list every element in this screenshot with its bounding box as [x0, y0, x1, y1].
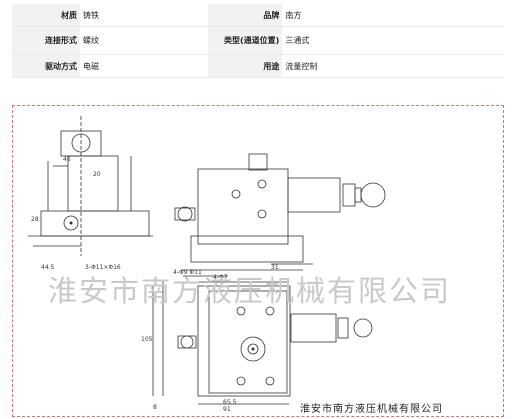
dimension-label: 3-Φ11×Φ16 — [85, 264, 121, 271]
spec-value: 铸铁 — [80, 4, 209, 27]
spec-label: 用途 — [208, 54, 283, 78]
spec-row: 驱动方式 电磁 用途 流量控制 — [12, 54, 504, 78]
spec-row: 材质 铸铁 品牌 南方 — [12, 4, 504, 27]
base-plate-front — [190, 235, 304, 263]
valve-schematic — [28, 116, 386, 405]
spec-table: 材质 铸铁 品牌 南方 连接形式 螺纹 类型(通道位置) 三通式 驱动方式 电磁… — [12, 4, 504, 78]
knob-handle — [360, 182, 386, 208]
spec-label: 类型(通道位置) — [208, 26, 283, 55]
dimension-label: 4-Φ7 — [213, 274, 228, 281]
dimension-label: 44.5 — [41, 264, 55, 271]
valve-body-side — [67, 155, 119, 212]
main-port — [240, 336, 266, 362]
spec-value: 三通式 — [282, 26, 504, 55]
spec-label: 连接形式 — [12, 26, 80, 55]
dimension-label: 46 — [63, 156, 71, 163]
spec-label: 品牌 — [208, 4, 283, 27]
dimension-label: 31 — [271, 264, 279, 271]
dimension-label: 105 — [141, 336, 153, 343]
technical-drawing: 46 20 28 44.5 3-Φ11×Φ16 4-Φ9 Φ11 4-Φ7 31… — [12, 105, 504, 417]
solenoid-cap — [248, 153, 268, 171]
spec-label: 材质 — [12, 4, 80, 27]
dimension-label: 20 — [93, 171, 101, 178]
dimension-label: 65.5 — [223, 399, 237, 406]
spec-value: 电磁 — [80, 54, 209, 78]
base-plate-side — [40, 210, 150, 237]
spec-value: 流量控制 — [282, 54, 504, 78]
watermark-text: 淮安市南方液压机械有限公司 — [48, 274, 452, 308]
solenoid-coil-plan — [290, 313, 337, 343]
valve-body-front — [197, 168, 289, 245]
spec-value: 螺纹 — [80, 26, 209, 55]
dimension-label: 91 — [223, 406, 231, 413]
dimension-label: 28 — [31, 216, 39, 223]
spec-row: 连接形式 螺纹 类型(通道位置) 三通式 — [12, 26, 504, 55]
valve-body-plan — [208, 290, 288, 394]
dimension-label: 8 — [153, 404, 157, 411]
spec-value: 南方 — [282, 4, 504, 27]
base-port — [63, 215, 79, 231]
solenoid-coil-front — [287, 177, 341, 213]
spec-label: 驱动方式 — [12, 54, 80, 78]
dimension-label: 4-Φ9 Φ11 — [173, 269, 202, 276]
company-stamp: 淮安市南方液压机械有限公司 — [300, 404, 443, 415]
